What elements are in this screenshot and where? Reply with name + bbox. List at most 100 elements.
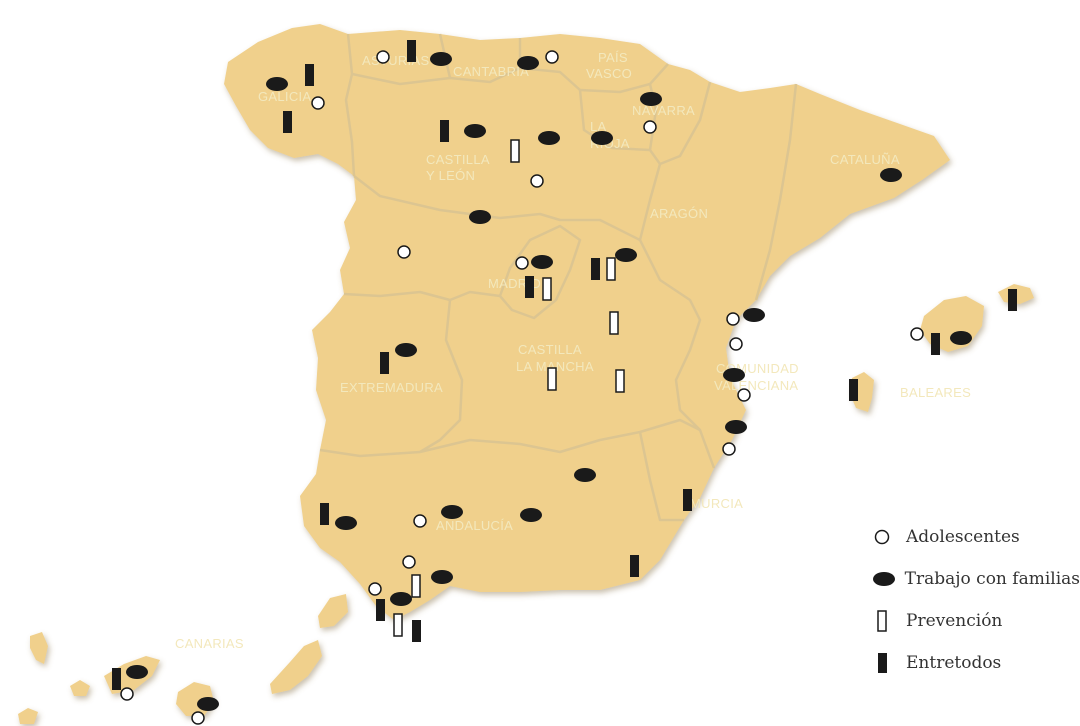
- markers-entretodos: [112, 40, 1017, 690]
- marker-familias: [441, 505, 463, 519]
- legend: Adolescentes Trabajo con familias Preven…: [872, 522, 1080, 690]
- label-aragon: ARAGÓN: [650, 206, 708, 221]
- marker-prevencion: [547, 367, 557, 391]
- marker-familias: [640, 92, 662, 106]
- legend-item-entretodos: Entretodos: [872, 648, 1080, 678]
- marker-familias: [335, 516, 357, 530]
- marker-adolescentes: [376, 50, 390, 64]
- island-el-hierro: [18, 708, 38, 724]
- marker-entretodos: [440, 120, 449, 142]
- label-la-rioja-1: LA: [590, 119, 607, 134]
- marker-entretodos: [591, 258, 600, 280]
- marker-entretodos: [1008, 289, 1017, 311]
- marker-familias: [725, 420, 747, 434]
- marker-prevencion: [510, 139, 520, 163]
- open-bar-icon: [872, 608, 906, 634]
- marker-entretodos: [630, 555, 639, 577]
- marker-entretodos: [283, 111, 292, 133]
- marker-familias: [430, 52, 452, 66]
- marker-adolescentes: [530, 174, 544, 188]
- marker-familias: [464, 124, 486, 138]
- marker-prevencion: [606, 257, 616, 281]
- legend-item-prevencion: Prevención: [872, 606, 1080, 636]
- label-cantabria: CANTABRIA: [453, 64, 529, 79]
- marker-familias: [574, 468, 596, 482]
- markers: [112, 40, 1017, 725]
- marker-adolescentes: [515, 256, 529, 270]
- mainland-spain: [224, 24, 950, 620]
- marker-familias: [723, 368, 745, 382]
- label-asturias: ASTURIAS: [362, 53, 429, 68]
- marker-adolescentes: [402, 555, 416, 569]
- label-castilla-leon-2: Y LEÓN: [426, 168, 475, 183]
- label-extremadura: EXTREMADURA: [340, 380, 443, 395]
- marker-entretodos: [112, 668, 121, 690]
- marker-entretodos: [931, 333, 940, 355]
- marker-adolescentes: [910, 327, 924, 341]
- legend-label-prevencion: Prevención: [906, 611, 1003, 631]
- label-cataluna: CATALUÑA: [830, 152, 900, 167]
- marker-familias: [531, 255, 553, 269]
- markers-adolescentes: [120, 50, 924, 725]
- label-canarias: CANARIAS: [175, 636, 244, 651]
- marker-entretodos: [412, 620, 421, 642]
- marker-familias: [390, 592, 412, 606]
- marker-adolescentes: [722, 442, 736, 456]
- marker-familias: [591, 131, 613, 145]
- label-pais-vasco-1: PAÍS: [598, 50, 628, 65]
- label-baleares: BALEARES: [900, 385, 971, 400]
- filled-ellipse-icon: [872, 569, 905, 589]
- marker-adolescentes: [120, 687, 134, 701]
- marker-adolescentes: [643, 120, 657, 134]
- marker-adolescentes: [397, 245, 411, 259]
- island-lanzarote: [318, 594, 348, 628]
- marker-prevencion: [615, 369, 625, 393]
- legend-item-adolescentes: Adolescentes: [872, 522, 1080, 552]
- marker-familias: [266, 77, 288, 91]
- marker-adolescentes: [311, 96, 325, 110]
- marker-familias: [197, 697, 219, 711]
- marker-entretodos: [376, 599, 385, 621]
- marker-entretodos: [683, 489, 692, 511]
- marker-familias: [517, 56, 539, 70]
- filled-bar-icon: [872, 650, 906, 676]
- marker-entretodos: [305, 64, 314, 86]
- marker-entretodos: [380, 352, 389, 374]
- marker-entretodos: [849, 379, 858, 401]
- marker-familias: [126, 665, 148, 679]
- legend-label-adolescentes: Adolescentes: [906, 527, 1020, 547]
- marker-familias: [950, 331, 972, 345]
- region-borders: [319, 33, 798, 522]
- marker-adolescentes: [368, 582, 382, 596]
- markers-familias: [126, 52, 972, 711]
- marker-familias: [395, 343, 417, 357]
- marker-prevencion: [411, 574, 421, 598]
- marker-prevencion: [393, 613, 403, 637]
- island-la-palma: [30, 632, 48, 664]
- island-la-gomera: [70, 680, 90, 696]
- marker-prevencion: [609, 311, 619, 335]
- marker-adolescentes: [729, 337, 743, 351]
- marker-entretodos: [525, 276, 534, 298]
- marker-familias: [520, 508, 542, 522]
- marker-familias: [538, 131, 560, 145]
- marker-familias: [880, 168, 902, 182]
- marker-familias: [615, 248, 637, 262]
- open-circle-icon: [872, 527, 906, 547]
- label-galicia: GALICIA: [258, 89, 311, 104]
- marker-familias: [743, 308, 765, 322]
- island-fuerteventura: [270, 640, 322, 694]
- marker-entretodos: [320, 503, 329, 525]
- marker-adolescentes: [413, 514, 427, 528]
- label-murcia: MURCIA: [690, 496, 743, 511]
- marker-adolescentes: [545, 50, 559, 64]
- label-navarra: NAVARRA: [632, 103, 695, 118]
- legend-label-entretodos: Entretodos: [906, 653, 1002, 673]
- label-pais-vasco-2: VASCO: [586, 66, 632, 81]
- legend-item-familias: Trabajo con familias: [872, 564, 1080, 594]
- label-castilla-mancha-1: CASTILLA: [518, 342, 582, 357]
- marker-prevencion: [542, 277, 552, 301]
- marker-familias: [469, 210, 491, 224]
- legend-label-familias: Trabajo con familias: [904, 569, 1080, 589]
